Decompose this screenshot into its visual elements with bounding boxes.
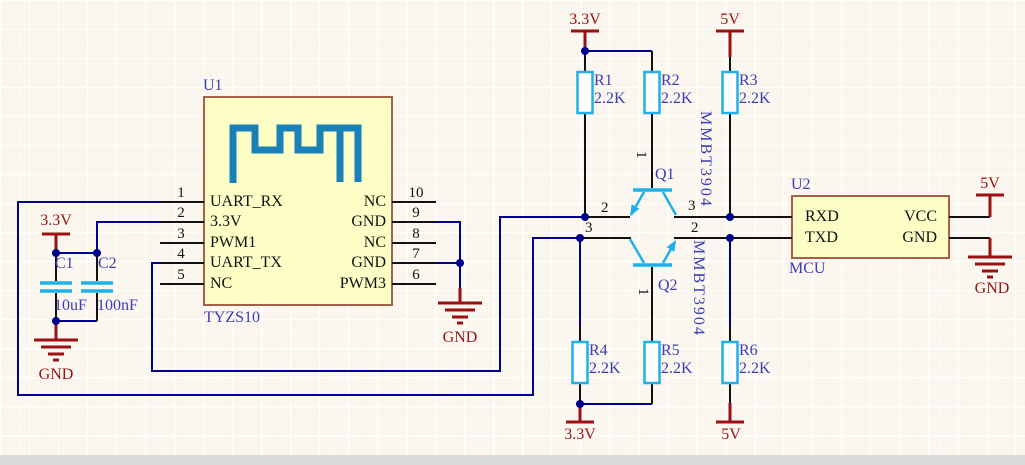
canvas-edge-strip [0,455,1025,465]
r2-symbol [643,70,661,115]
u2-pin-rxd-name: RXD [805,208,839,225]
power-graphics[interactable] [34,29,1012,424]
u1-pin10-number: 10 [408,185,424,201]
u1-pin6-name: PWM3 [339,275,386,292]
u2-pin-gnd-name: GND [902,229,937,246]
power-label-33v-caps[interactable]: 3.3V [40,212,72,229]
r4-symbol [571,340,589,385]
q1-symbol[interactable] [626,188,678,218]
wire-uart-tx-net [151,216,585,372]
gnd-u1 [438,288,482,325]
r4-designator[interactable]: R4 [589,342,608,359]
u1-pin4-number: 4 [177,246,185,262]
q1-part-label[interactable]: MMBT3904 [697,111,714,208]
q1-emitter-arrow-icon [630,204,640,216]
power-label-5v-top[interactable]: 5V [720,11,740,28]
u1-pin8-number: 8 [412,226,420,242]
u1-pin1-name: UART_RX [210,193,283,210]
c2-designator[interactable]: C2 [98,255,117,272]
q1-designator[interactable]: Q1 [655,166,675,183]
u1-pin2-name: 3.3V [210,213,242,230]
wire-u1-gnd-net [436,221,461,288]
u1-pin7-name: GND [351,254,386,271]
q2-emitter-pin-number: 2 [691,220,699,236]
gnd-label-u1[interactable]: GND [442,329,478,346]
r1-value[interactable]: 2.2K [594,90,626,107]
u1-pin-stubs-left[interactable] [160,201,204,285]
u1-pin2-number: 2 [177,205,185,221]
u1-pin9-number: 9 [412,205,420,221]
u1-symbol[interactable] [160,96,436,306]
u1-pin-stubs-right[interactable] [392,201,436,285]
u1-pin7-number: 7 [412,246,420,262]
r6-designator[interactable]: R6 [739,342,758,359]
u1-pin10-name: NC [363,193,386,210]
c2-value[interactable]: 100nF [97,297,138,314]
power-bar-top-5v [716,29,744,57]
q1-collector-pin-number: 3 [688,198,696,214]
r1-designator[interactable]: R1 [594,72,613,89]
u1-pin8-name: NC [363,234,386,251]
u1-pin3-number: 3 [177,226,185,242]
r3-symbol [721,70,739,115]
r6-symbol [721,340,739,385]
c1-symbol[interactable] [40,281,72,293]
c1-designator[interactable]: C1 [55,255,74,272]
u2-designator[interactable]: U2 [791,176,811,193]
power-bar-mcu-5v [976,193,1004,217]
pulse-waveform-logo-icon [229,124,362,183]
wire-33v-caps-net [56,221,160,254]
u1-pin3-name: PWM1 [210,234,257,251]
r5-symbol [643,340,661,385]
q2-base-pin-number: 1 [635,288,651,296]
r4-value[interactable]: 2.2K [589,360,621,377]
u1-pin5-name: NC [210,275,233,292]
power-bar-bottom-5v [716,403,744,424]
u1-part-label[interactable]: TYZS10 [204,309,260,326]
c1-value[interactable]: 10uF [54,297,87,314]
power-label-5v-mcu[interactable]: 5V [980,175,1000,192]
u1-pin9-name: GND [351,213,386,230]
q2-part-label[interactable]: MMBT3904 [690,240,707,337]
u1-pin4-name: UART_TX [210,254,282,271]
u1-pin5-number: 5 [177,267,185,283]
power-label-5v-bottom[interactable]: 5V [721,426,741,443]
q1-base-pin-number: 1 [633,151,649,159]
gnd-label-caps[interactable]: GND [38,366,74,383]
r6-value[interactable]: 2.2K [739,360,771,377]
u1-pin6-number: 6 [412,267,420,283]
wire-uart-rx-net [17,201,580,396]
q2-collector-pin-number: 3 [585,220,593,236]
gnd-label-mcu[interactable]: GND [974,280,1010,297]
net-wires[interactable] [17,50,731,405]
r3-designator[interactable]: R3 [739,72,758,89]
q2-emitter-arrow-icon [666,240,676,252]
u2-pin-txd-name: TXD [805,229,838,246]
gnd-mcu [968,238,1012,279]
u1-pin1-number: 1 [177,185,185,201]
u2-part-label[interactable]: MCU [789,260,826,277]
r2-value[interactable]: 2.2K [661,90,693,107]
u1-designator[interactable]: U1 [203,77,223,94]
r2-designator[interactable]: R2 [661,72,680,89]
power-label-33v-bottom[interactable]: 3.3V [564,426,596,443]
u2-symbol[interactable] [791,195,950,259]
r5-value[interactable]: 2.2K [661,360,693,377]
junction-dots [52,47,734,408]
r1-symbol [576,70,594,115]
resistor-bodies[interactable] [571,70,739,385]
power-label-33v-top[interactable]: 3.3V [569,11,601,28]
c2-symbol[interactable] [81,281,113,293]
q1-emitter-pin-number: 2 [601,200,609,216]
gnd-caps [34,321,78,362]
r3-value[interactable]: 2.2K [739,90,771,107]
r5-designator[interactable]: R5 [661,342,680,359]
q2-symbol[interactable] [628,238,680,267]
u2-pin-vcc-name: VCC [904,208,937,225]
q2-designator[interactable]: Q2 [658,277,678,294]
